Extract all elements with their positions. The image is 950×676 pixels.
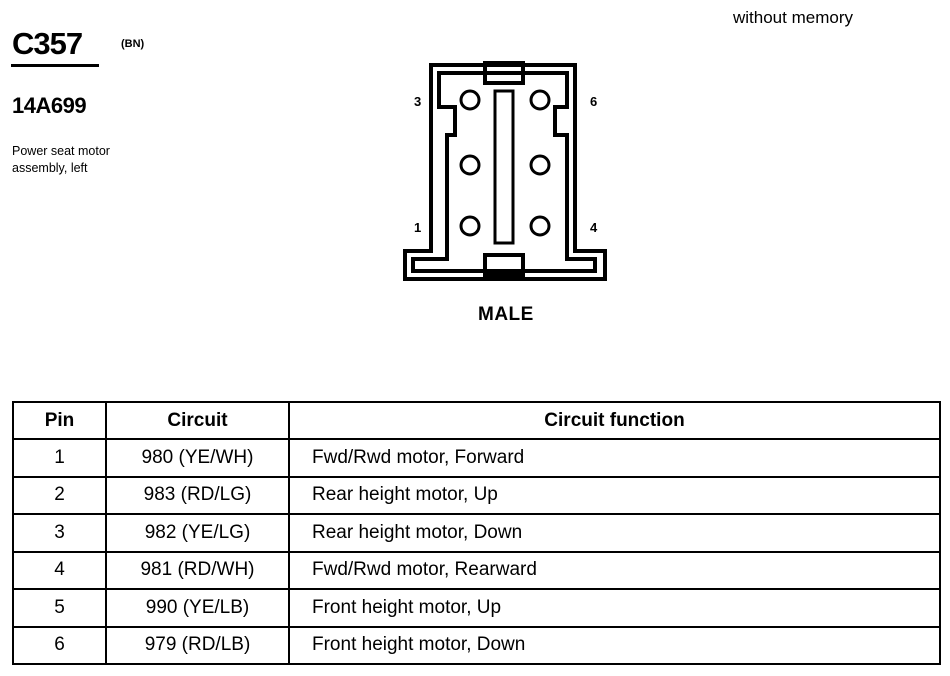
circuit-cell: 981 (RD/WH) — [105, 550, 290, 590]
variant-note: without memory — [733, 8, 853, 27]
connector-color: (BN) — [121, 38, 145, 50]
table-row: 4 981 (RD/WH) Fwd/Rwd motor, Rearward — [12, 550, 941, 590]
table-row: 2 983 (RD/LG) Rear height motor, Up — [12, 475, 941, 515]
pin-cavity-4 — [529, 215, 551, 237]
centre-divider — [493, 89, 515, 245]
pin-cell: 6 — [12, 625, 107, 665]
circuit-cell: 979 (RD/LB) — [105, 625, 290, 665]
table-row: 3 982 (YE/LG) Rear height motor, Down — [12, 513, 941, 553]
column-header-pin: Pin — [12, 401, 107, 440]
pin-cell: 5 — [12, 588, 107, 628]
pin-label-6: 6 — [590, 94, 597, 109]
latch-tab-bottom — [483, 253, 525, 277]
circuit-cell: 990 (YE/LB) — [105, 588, 290, 628]
connector-face-diagram: 3 6 1 4 — [403, 61, 607, 281]
circuit-cell: 983 (RD/LG) — [105, 475, 290, 515]
pin-cavity-5 — [529, 154, 551, 176]
connector-housing-outer — [403, 63, 607, 281]
connector-id: C357 — [12, 26, 83, 61]
pin-cavity-6 — [529, 89, 551, 111]
pin-cavity-1 — [459, 215, 481, 237]
table-row: 5 990 (YE/LB) Front height motor, Up — [12, 588, 941, 628]
column-header-circuit: Circuit — [105, 401, 290, 440]
table-header-row: Pin Circuit Circuit function — [12, 401, 941, 440]
connector-housing-inner — [411, 71, 597, 273]
description-line-1: Power seat motor — [12, 144, 110, 158]
pin-cell: 3 — [12, 513, 107, 553]
circuit-cell: 980 (YE/WH) — [105, 438, 290, 478]
function-cell: Fwd/Rwd motor, Forward — [288, 438, 941, 478]
table-row: 1 980 (YE/WH) Fwd/Rwd motor, Forward — [12, 438, 941, 478]
pin-cavity-3 — [459, 89, 481, 111]
connector-id-underline — [11, 64, 99, 67]
pin-cavity-2 — [459, 154, 481, 176]
pin-circuit-table: Pin Circuit Circuit function 1 980 (YE/W… — [12, 401, 941, 665]
pin-label-4: 4 — [590, 220, 598, 235]
connector-view-label: MALE — [478, 304, 534, 325]
function-cell: Front height motor, Up — [288, 588, 941, 628]
pin-cell: 4 — [12, 550, 107, 590]
column-header-function: Circuit function — [288, 401, 941, 440]
table-row: 6 979 (RD/LB) Front height motor, Down — [12, 625, 941, 665]
function-cell: Fwd/Rwd motor, Rearward — [288, 550, 941, 590]
component-description: Power seat motor assembly, left — [12, 143, 172, 177]
pin-label-1: 1 — [414, 220, 421, 235]
function-cell: Front height motor, Down — [288, 625, 941, 665]
part-number: 14A699 — [12, 93, 87, 118]
circuit-cell: 982 (YE/LG) — [105, 513, 290, 553]
pin-cell: 1 — [12, 438, 107, 478]
pin-cell: 2 — [12, 475, 107, 515]
function-cell: Rear height motor, Down — [288, 513, 941, 553]
pin-label-3: 3 — [414, 94, 421, 109]
description-line-2: assembly, left — [12, 161, 88, 175]
function-cell: Rear height motor, Up — [288, 475, 941, 515]
latch-tab-top — [483, 61, 525, 85]
